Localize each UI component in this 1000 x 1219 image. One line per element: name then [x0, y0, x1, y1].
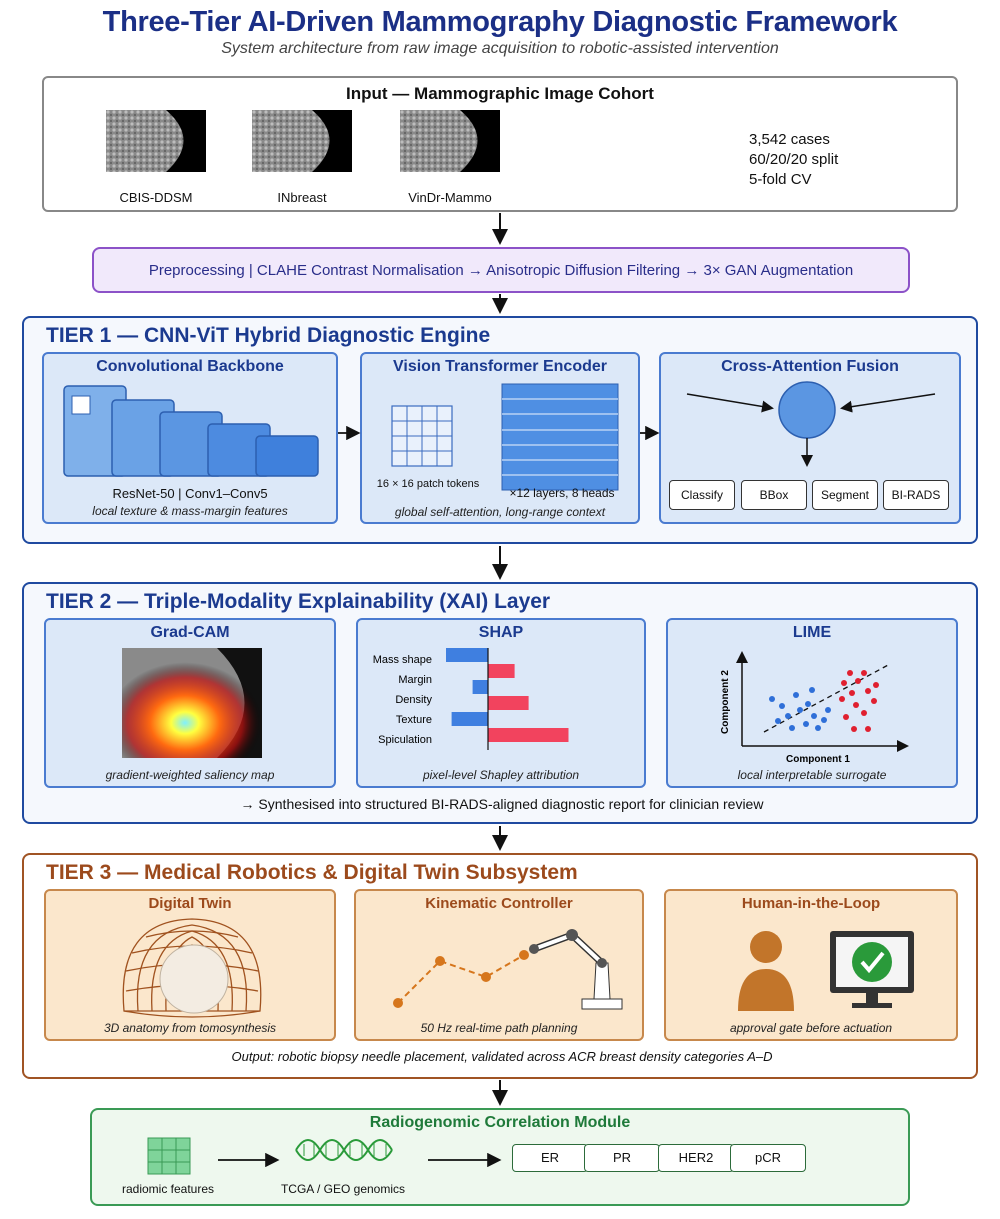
- shap-bar: [488, 664, 515, 678]
- backbone-title: Convolutional Backbone: [96, 358, 284, 375]
- shap-panel: SHAP Mass shape Margin Density Texture S…: [356, 618, 646, 788]
- xai-summary: → Synthesised into structured BI-RADS-al…: [240, 796, 764, 812]
- lime-panel: LIME Component 1 Component 2 local inter…: [666, 618, 958, 788]
- input-title: Input — Mammographic Image Cohort: [346, 84, 654, 103]
- clinician-approval-icon: [738, 931, 914, 1011]
- kinematic-title: Kinematic Controller: [425, 895, 573, 912]
- mammogram-thumbnail: [106, 110, 206, 172]
- vit-note: global self-attention, long-range contex…: [394, 505, 606, 519]
- input-cohort-box: Input — Mammographic Image Cohort CBIS-D…: [42, 76, 958, 212]
- marker-pcr: pCR: [730, 1144, 806, 1172]
- tier2-title: TIER 2 — Triple-Modality Explainability …: [46, 590, 551, 613]
- shap-bar: [472, 680, 488, 694]
- radiogenomic-flow: [147, 1137, 502, 1175]
- lime-scatter-plot: Component 1 Component 2: [720, 651, 909, 765]
- saliency-map-icon: [122, 648, 262, 758]
- mammogram-thumbnail: [400, 110, 500, 172]
- backbone-note: local texture & mass-margin features: [92, 504, 288, 518]
- fusion-node-icon: [686, 381, 936, 467]
- shap-bar: [446, 648, 488, 662]
- shap-feature-label: Texture: [396, 714, 432, 726]
- twin-note: 3D anatomy from tomosynthesis: [103, 1021, 277, 1035]
- tier2-box: TIER 2 — Triple-Modality Explainability …: [22, 582, 978, 824]
- mammogram-thumbnail: [252, 110, 352, 172]
- hitl-panel: Human-in-the-Loop approval gate before a…: [664, 889, 958, 1041]
- dataset-label: VinDr-Mammo: [408, 190, 492, 205]
- robot-arm-icon: [393, 929, 623, 1010]
- tier3-title: TIER 3 — Medical Robotics & Digital Twin…: [46, 861, 578, 884]
- lime-ylabel: Component 2: [720, 670, 731, 734]
- output-segment: Segment: [812, 480, 878, 510]
- marker-er: ER: [512, 1144, 588, 1172]
- shap-feature-label: Margin: [398, 674, 432, 686]
- vit-title: Vision Transformer Encoder: [393, 358, 607, 375]
- shap-feature-label: Mass shape: [373, 654, 432, 666]
- shap-feature-label: Density: [395, 694, 432, 706]
- fusion-panel: Cross-Attention Fusion Classify BBox Seg…: [659, 352, 961, 524]
- fusion-title: Cross-Attention Fusion: [721, 358, 899, 375]
- backbone-caption: ResNet-50 | Conv1–Conv5: [112, 486, 268, 501]
- gradcam-title: Grad-CAM: [150, 624, 230, 641]
- cohort-stats: 3,542 cases 60/20/20 split 5-fold CV: [749, 130, 838, 190]
- patch-tokens-label: 16 × 16 patch tokens: [376, 478, 480, 490]
- dataset-label: CBIS-DDSM: [119, 190, 193, 205]
- shap-bar: [451, 712, 488, 726]
- shap-bar: [488, 728, 569, 742]
- gradcam-panel: Grad-CAM gradient-weighted saliency map: [44, 618, 336, 788]
- conv-layers-icon: [63, 385, 319, 477]
- page-subtitle: System architecture from raw image acqui…: [221, 40, 779, 57]
- vit-layers-label: ×12 layers, 8 heads: [509, 486, 615, 500]
- hitl-note: approval gate before actuation: [729, 1021, 893, 1035]
- twin-title: Digital Twin: [148, 895, 232, 912]
- preprocessing-box: Preprocessing | CLAHE Contrast Normalisa…: [92, 247, 910, 293]
- digital-twin-panel: Digital Twin 3D anatomy from tomosynthes…: [44, 889, 336, 1041]
- stat-cv: 5-fold CV: [749, 171, 812, 188]
- shap-bar-chart: Mass shape Margin Density Texture Spicul…: [373, 648, 569, 750]
- lime-title: LIME: [792, 624, 832, 641]
- shap-note: pixel-level Shapley attribution: [422, 768, 580, 782]
- output-bbox: BBox: [741, 480, 807, 510]
- tier1-title: TIER 1 — CNN-ViT Hybrid Diagnostic Engin…: [46, 324, 491, 347]
- vit-panel: Vision Transformer Encoder 16 × 16 patch…: [360, 352, 640, 524]
- radiogenomic-box: Radiogenomic Correlation Module radiomic…: [90, 1108, 910, 1206]
- robotics-output: Output: robotic biopsy needle placement,…: [231, 1049, 773, 1064]
- genomics-label: TCGA / GEO genomics: [280, 1182, 406, 1196]
- backbone-panel: Convolutional Backbone ResNet-50 | Conv1…: [42, 352, 338, 524]
- shap-bar: [488, 696, 529, 710]
- tier3-box: TIER 3 — Medical Robotics & Digital Twin…: [22, 853, 978, 1079]
- tier1-arrows: [338, 425, 660, 441]
- gradcam-note: gradient-weighted saliency map: [105, 768, 275, 782]
- shap-feature-label: Spiculation: [378, 734, 432, 746]
- page-title: Three-Tier AI-Driven Mammography Diagnos…: [102, 6, 898, 38]
- hitl-title: Human-in-the-Loop: [741, 895, 881, 912]
- output-birads: BI-RADS: [883, 480, 949, 510]
- tier1-box: TIER 1 — CNN-ViT Hybrid Diagnostic Engin…: [22, 316, 978, 544]
- lime-note: local interpretable surrogate: [737, 768, 887, 782]
- kinematic-note: 50 Hz real-time path planning: [420, 1021, 578, 1035]
- output-classify: Classify: [669, 480, 735, 510]
- stat-cases: 3,542 cases: [749, 131, 830, 148]
- marker-her2: HER2: [658, 1144, 734, 1172]
- marker-pr: PR: [584, 1144, 660, 1172]
- patch-grid-icon: [391, 383, 619, 491]
- radiogenomic-title: Radiogenomic Correlation Module: [369, 1114, 631, 1131]
- kinematic-panel: Kinematic Controller 50 Hz real-time pat…: [354, 889, 644, 1041]
- lime-xlabel: Component 1: [786, 754, 850, 765]
- wireframe-breast-icon: [122, 918, 262, 1018]
- dataset-label: INbreast: [277, 190, 327, 205]
- shap-title: SHAP: [478, 624, 524, 641]
- stat-split: 60/20/20 split: [749, 151, 839, 168]
- radiomic-features-label: radiomic features: [121, 1182, 215, 1196]
